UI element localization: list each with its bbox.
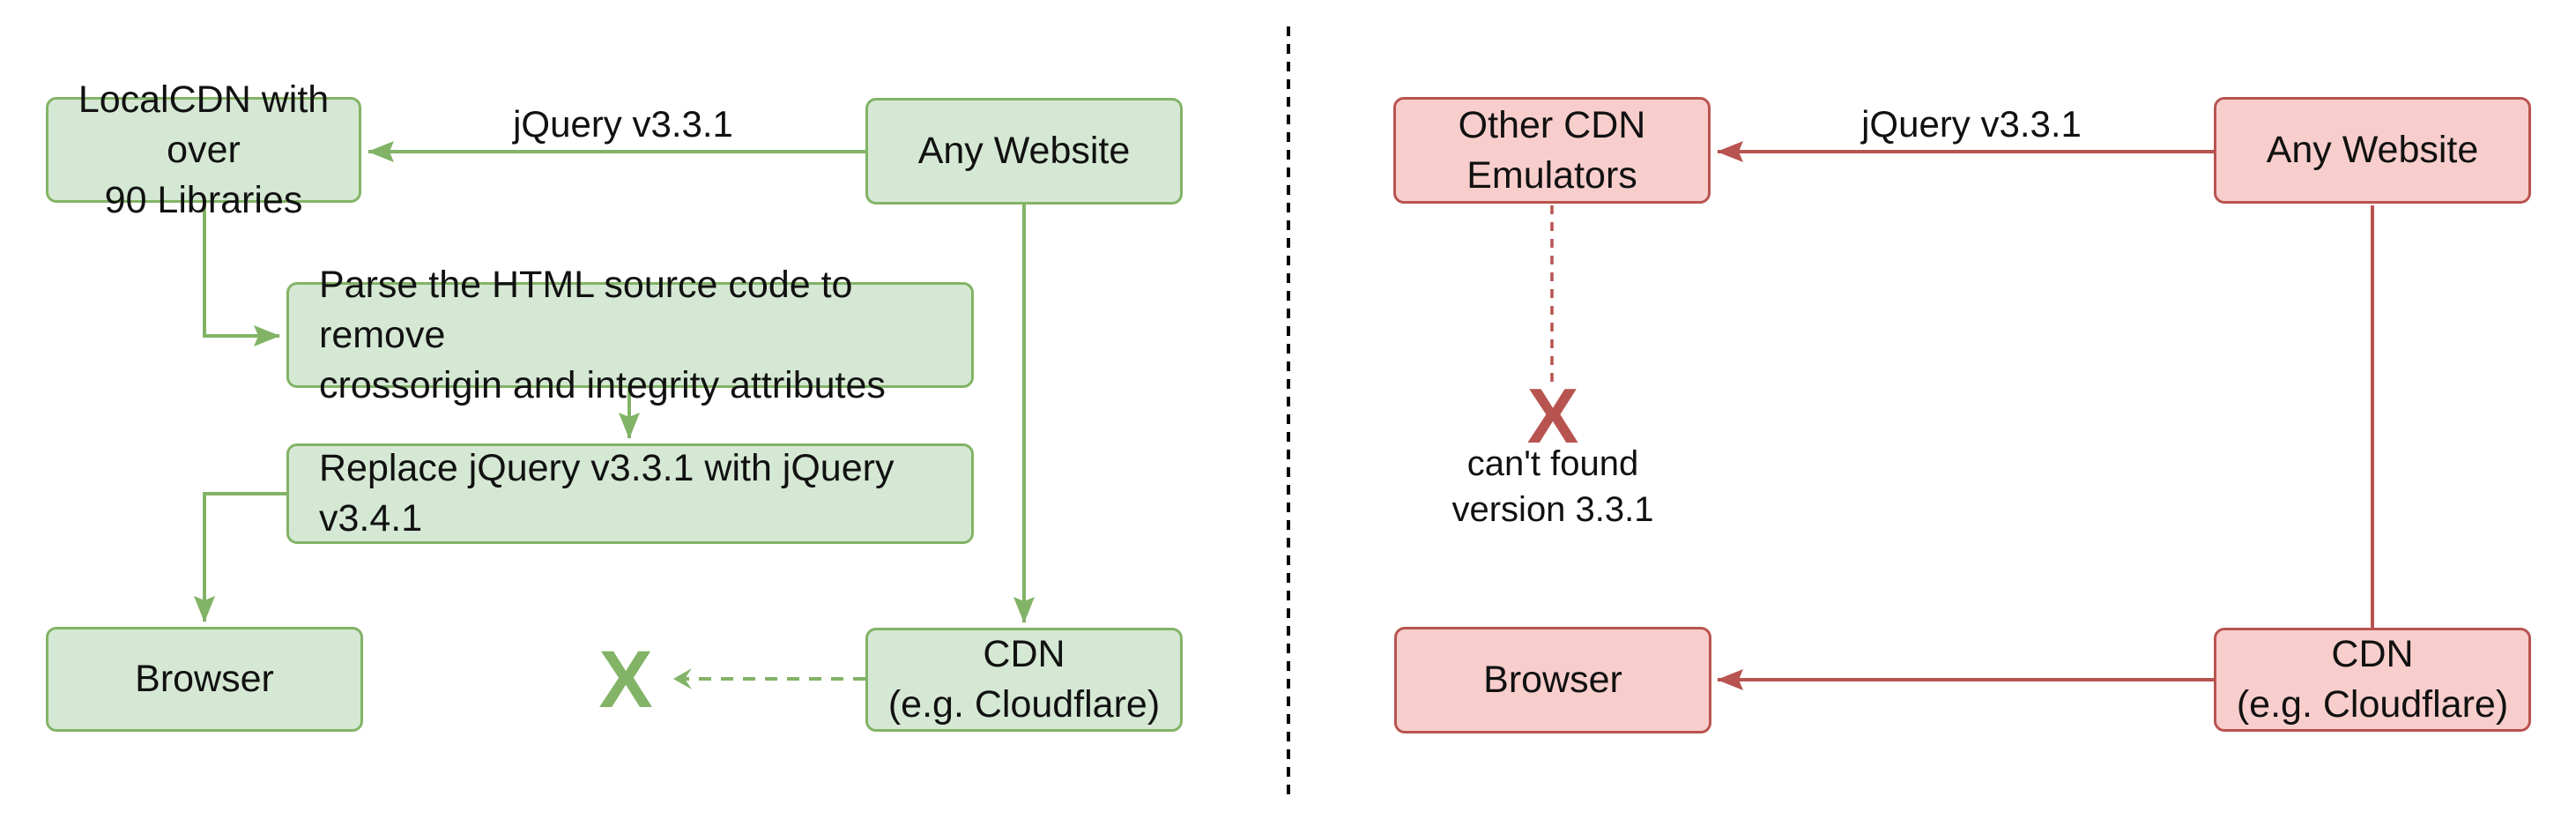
failure-caption: can't found version 3.3.1 <box>1451 441 1653 532</box>
edge-label-jquery-right: jQuery v3.3.1 <box>1852 103 2090 145</box>
node-cdn-left-line1: CDN <box>983 633 1065 675</box>
failure-caption-line2: version 3.3.1 <box>1451 490 1654 529</box>
edge-label-jquery-left: jQuery v3.3.1 <box>504 103 742 145</box>
node-replace-jquery-label: Replace jQuery v3.3.1 with jQuery v3.4.1 <box>319 447 895 540</box>
node-parse-html-line2: crossorigin and integrity attributes <box>319 363 886 406</box>
node-browser-left: Browser <box>46 627 363 732</box>
node-other-cdn-emulators: Other CDN Emulators <box>1393 97 1711 204</box>
node-cdn-right-line2: (e.g. Cloudflare) <box>2236 683 2509 726</box>
node-replace-jquery: Replace jQuery v3.3.1 with jQuery v3.4.1 <box>286 443 974 544</box>
node-any-website-right-label: Any Website <box>2266 129 2479 171</box>
edge-replace-to-browser <box>194 492 286 622</box>
blocked-x-mark-left: X <box>598 635 653 725</box>
node-any-website-left-label: Any Website <box>917 130 1131 172</box>
edge-localcdn-to-parse <box>203 203 280 346</box>
node-parse-html: Parse the HTML source code to remove cro… <box>286 264 974 406</box>
node-other-cdn-line2: Emulators <box>1466 153 1637 197</box>
node-any-website-left: Any Website <box>865 98 1183 205</box>
failure-x-mark-right: X <box>1526 372 1579 459</box>
node-cdn-right: CDN (e.g. Cloudflare) <box>2214 628 2531 732</box>
node-other-cdn-line1: Other CDN <box>1458 103 1646 146</box>
node-localcdn-line2: 90 Libraries <box>104 178 303 221</box>
node-any-website-right: Any Website <box>2214 97 2531 204</box>
node-browser-left-label: Browser <box>135 658 274 700</box>
node-browser-right: Browser <box>1394 627 1711 733</box>
node-cdn-left-line2: (e.g. Cloudflare) <box>887 683 1161 726</box>
node-cdn-left: CDN (e.g. Cloudflare) <box>865 628 1183 732</box>
node-localcdn-line1: LocalCDN with over <box>78 78 330 171</box>
node-localcdn: LocalCDN with over 90 Libraries <box>46 78 361 221</box>
failure-caption-line1: can't found <box>1466 444 1639 483</box>
node-browser-right-label: Browser <box>1483 659 1622 701</box>
node-cdn-right-line1: CDN <box>2331 633 2414 675</box>
node-parse-html-line1: Parse the HTML source code to remove <box>319 263 853 356</box>
